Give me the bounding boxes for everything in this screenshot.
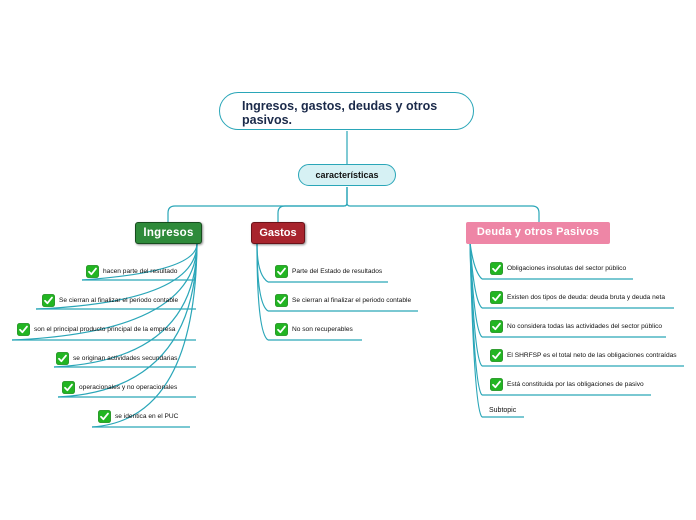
check-icon [490, 290, 503, 304]
list-item[interactable]: Parte del Estado de resultados [275, 264, 382, 278]
list-item-subtopic[interactable]: Subtopic [489, 403, 516, 417]
item-label: son el principal producto principal de l… [34, 325, 176, 333]
item-label: El SHRFSP es el total neto de las obliga… [507, 351, 677, 359]
check-icon [275, 264, 288, 278]
branch-deuda-label: Deuda y otros Pasivos [476, 226, 600, 238]
list-item[interactable]: operacionales y no operacionales [62, 380, 177, 394]
list-item[interactable]: No considera todas las actividades del s… [490, 319, 662, 333]
check-icon [62, 380, 75, 394]
list-item[interactable]: No son recuperables [275, 322, 353, 336]
branch-deuda[interactable]: Deuda y otros Pasivos [466, 222, 610, 244]
item-label: hacen parte del resultado [103, 267, 178, 275]
item-label: operacionales y no operacionales [79, 383, 178, 391]
links-ingresos [11, 243, 198, 428]
link-subtopic-gastos [277, 187, 348, 222]
item-label: Obligaciones insolutas del sector públic… [507, 264, 627, 272]
subtopic-label: características [315, 170, 379, 180]
item-label: Se cierran al finalizar el periodo conta… [59, 296, 179, 304]
item-label: Está constituida por las obligaciones de… [507, 380, 644, 388]
subtopic-caracteristicas[interactable]: características [298, 164, 396, 186]
branch-gastos[interactable]: Gastos [251, 222, 305, 244]
links-gastos [256, 243, 418, 341]
check-icon [17, 322, 30, 336]
list-item[interactable]: se identica en el PUC [98, 409, 178, 423]
check-icon [98, 409, 111, 423]
list-item[interactable]: se originan actividades secundarias [56, 351, 177, 365]
link-subtopic-deuda [346, 187, 540, 222]
root-title: Ingresos, gastos, deudas y otros pasivos… [242, 99, 438, 127]
list-item[interactable]: Se cierran al finalizar el periodo conta… [275, 293, 411, 307]
branch-ingresos[interactable]: Ingresos [135, 222, 202, 244]
list-item[interactable]: Está constituida por las obligaciones de… [490, 377, 644, 391]
item-label: No son recuperables [292, 325, 353, 333]
check-icon [490, 319, 503, 333]
list-item[interactable]: son el principal producto principal de l… [17, 322, 175, 336]
list-item[interactable]: Existen dos tipos de deuda: deuda bruta … [490, 290, 665, 304]
item-label: Existen dos tipos de deuda: deuda bruta … [507, 293, 666, 301]
item-label: Subtopic [489, 406, 517, 414]
root-topic[interactable]: Ingresos, gastos, deudas y otros pasivos… [219, 92, 474, 130]
item-label: No considera todas las actividades del s… [507, 322, 663, 330]
item-label: Se cierran al finalizar el periodo conta… [292, 296, 412, 304]
check-icon [42, 293, 55, 307]
check-icon [275, 293, 288, 307]
link-subtopic-ingresos [167, 187, 348, 222]
list-item[interactable]: Obligaciones insolutas del sector públic… [490, 261, 626, 275]
branch-ingresos-label: Ingresos [143, 227, 194, 239]
check-icon [275, 322, 288, 336]
branch-gastos-label: Gastos [259, 227, 297, 239]
list-item[interactable]: Se cierran al finalizar el periodo conta… [42, 293, 178, 307]
list-item[interactable]: El SHRFSP es el total neto de las obliga… [490, 348, 677, 362]
check-icon [490, 348, 503, 362]
check-icon [86, 264, 99, 278]
links-deuda [469, 242, 684, 418]
list-item[interactable]: hacen parte del resultado [86, 264, 177, 278]
item-label: se originan actividades secundarias [73, 354, 178, 362]
check-icon [56, 351, 69, 365]
check-icon [490, 377, 503, 391]
check-icon [490, 261, 503, 275]
item-label: se identica en el PUC [115, 412, 179, 420]
item-label: Parte del Estado de resultados [292, 267, 383, 275]
